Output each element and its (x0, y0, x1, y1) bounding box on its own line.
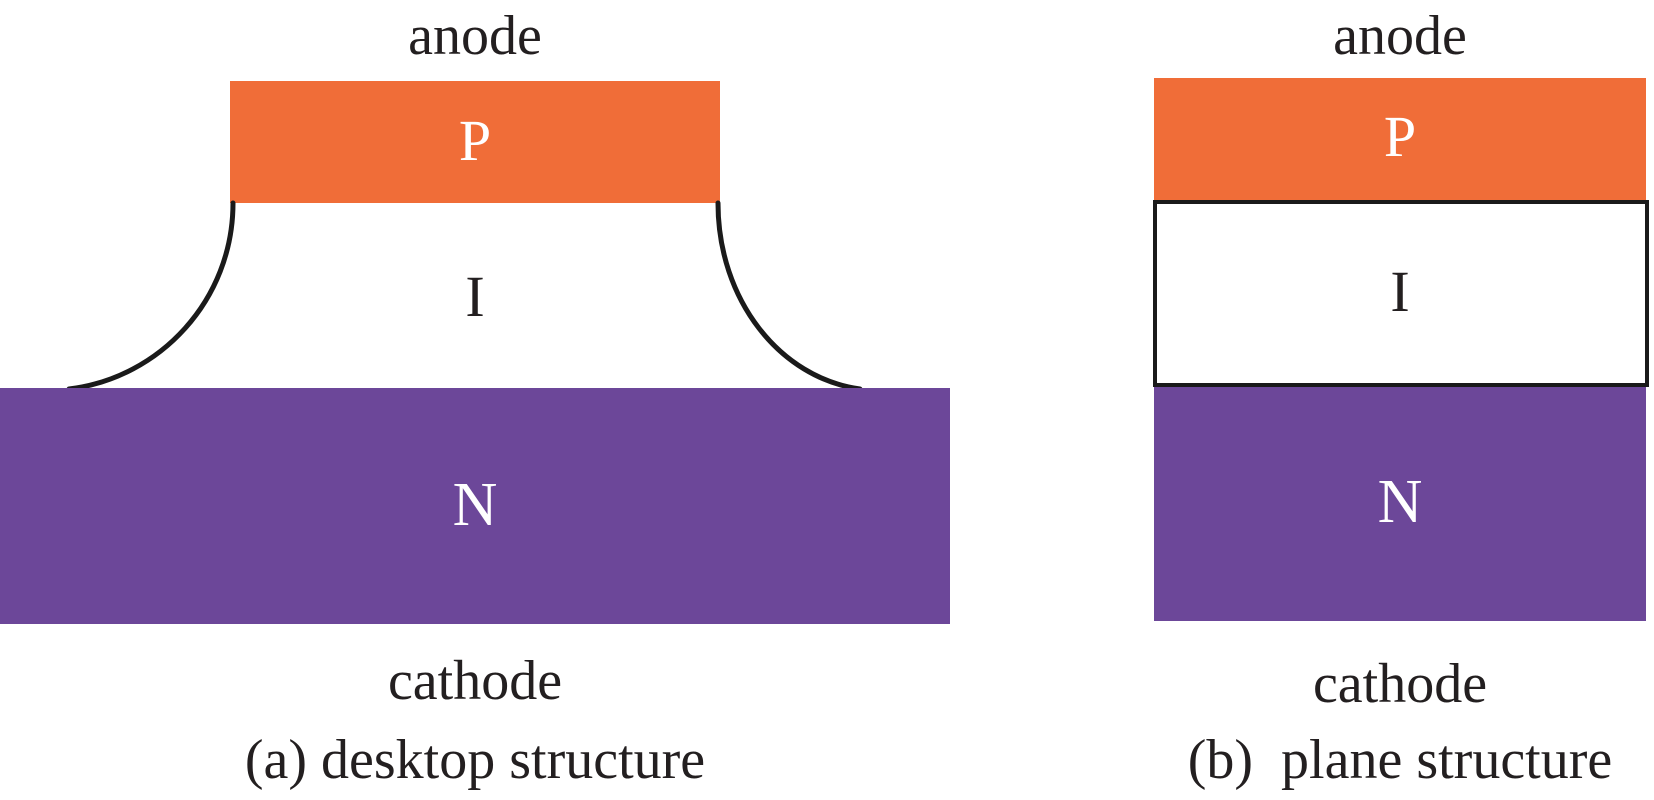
panel-a-caption: (a) desktop structure (245, 729, 705, 791)
panel-a-n-layer (0, 388, 950, 624)
panel-b-anode-label: anode (1333, 5, 1467, 67)
panel-a-cathode-label: cathode (388, 650, 562, 712)
panel-a-p-layer (230, 81, 720, 203)
panel-a-i-label: I (465, 264, 484, 329)
panel-b-p-label: P (1384, 104, 1416, 169)
panel-a-n-label: N (453, 471, 498, 539)
panel-a-right-mesa-edge (715, 200, 863, 392)
panel-a-left-mesa-edge (66, 200, 236, 392)
panel-b-n-layer (1154, 387, 1646, 621)
panel-b-plane-structure: anode P I N cathode (b) plane structure (1153, 5, 1649, 791)
panel-b-n-label: N (1378, 468, 1423, 536)
panel-b-cathode-label: cathode (1313, 653, 1487, 715)
panel-b-i-label: I (1390, 259, 1409, 324)
panel-a-desktop-structure: anode P I N cathode (a) desktop structur… (0, 5, 950, 791)
panel-a-p-label: P (459, 108, 491, 173)
panel-b-caption: (b) plane structure (1188, 729, 1612, 791)
panel-a-anode-label: anode (408, 5, 542, 67)
panel-b-p-layer (1154, 78, 1646, 202)
panel-b-i-layer (1153, 200, 1649, 387)
